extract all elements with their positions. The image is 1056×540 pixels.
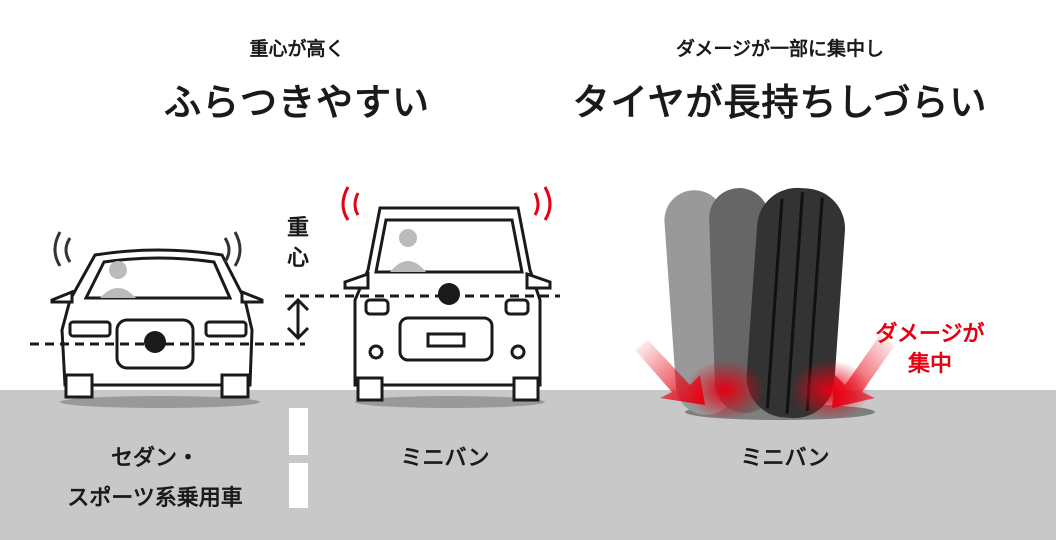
damage-label-2: 集中 bbox=[907, 352, 953, 377]
road bbox=[0, 390, 1056, 540]
tire-icon bbox=[664, 187, 875, 420]
road-marking bbox=[289, 408, 308, 455]
left-subheading: 重心が高く bbox=[249, 38, 345, 60]
sedan-icon bbox=[50, 231, 264, 408]
cog-label-1: 重 bbox=[286, 216, 310, 241]
cog-dot-minivan bbox=[438, 283, 460, 305]
right-subheading: ダメージが一部に集中し bbox=[675, 38, 885, 60]
sedan-label-1: セダン・ bbox=[110, 446, 200, 471]
sway-marks bbox=[341, 186, 552, 221]
minivan-icon bbox=[343, 206, 552, 408]
arrow-icon bbox=[832, 335, 895, 408]
left-heading: ふらつきやすい bbox=[164, 81, 430, 124]
damage-label-1: ダメージが bbox=[875, 322, 985, 347]
cog-dot-sedan bbox=[144, 331, 166, 353]
minivan-tire-label: ミニバン bbox=[740, 446, 830, 471]
minivan-label: ミニバン bbox=[400, 446, 490, 471]
road-marking bbox=[289, 463, 308, 508]
cog-label-2: 心 bbox=[286, 246, 310, 271]
right-heading: タイヤが長持ちしづらい bbox=[572, 81, 988, 124]
sedan-label-2: スポーツ系乗用車 bbox=[67, 486, 243, 511]
height-arrow-icon bbox=[286, 297, 310, 341]
arrow-icon bbox=[635, 340, 705, 405]
